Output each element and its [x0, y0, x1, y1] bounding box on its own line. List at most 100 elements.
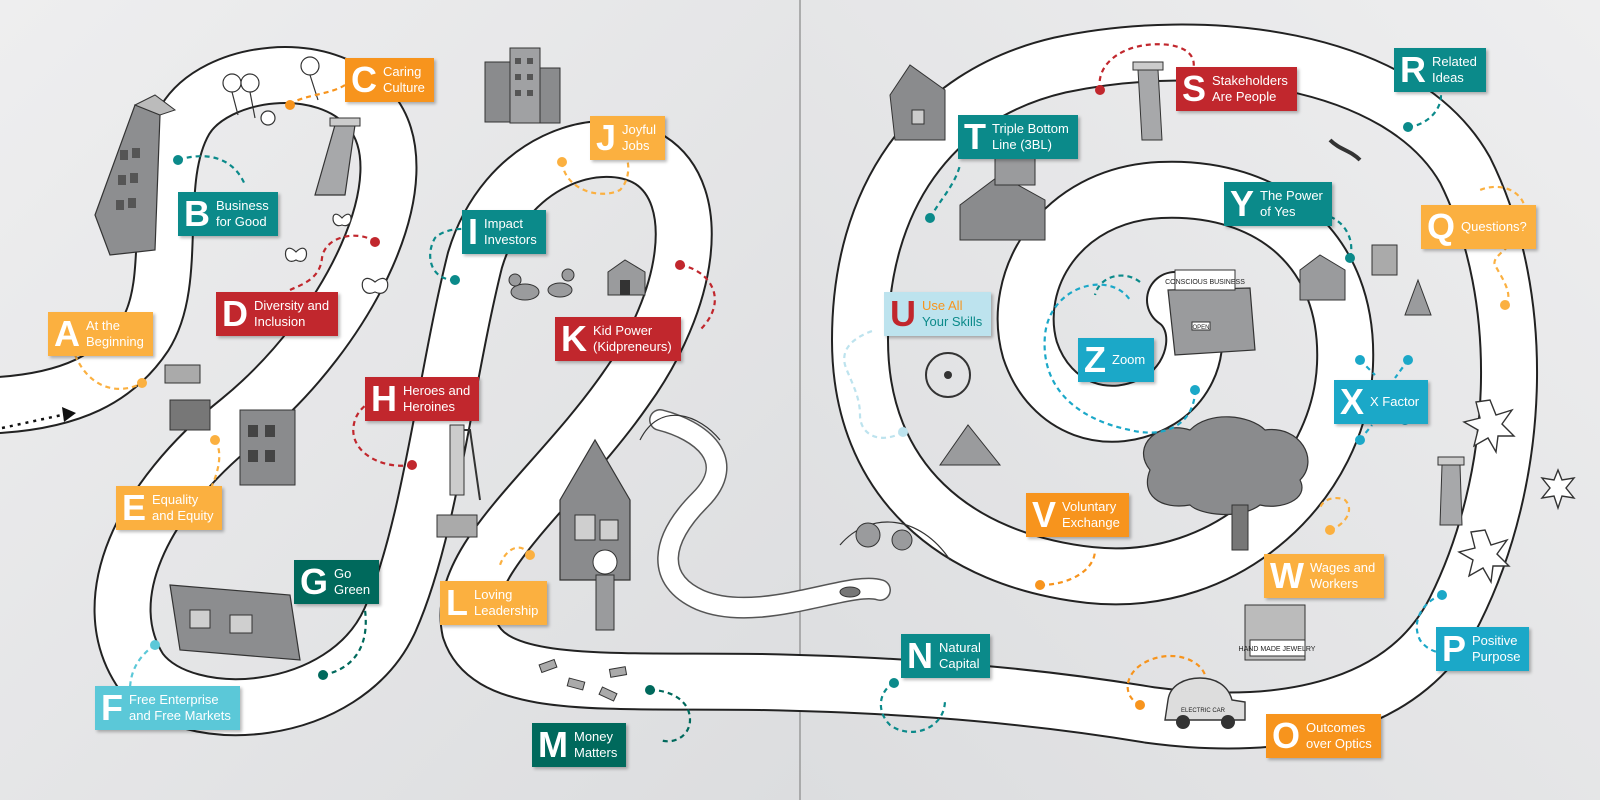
- label-letter: B: [184, 193, 210, 234]
- slide-icon: [449, 424, 481, 501]
- label-letter: W: [1270, 555, 1304, 596]
- label-letter: N: [907, 635, 933, 676]
- label-q: Q Questions?: [1421, 205, 1536, 249]
- label-letter: O: [1272, 715, 1301, 756]
- house-icon: [889, 64, 946, 141]
- label-letter: G: [300, 561, 329, 602]
- label-letter: R: [1400, 49, 1426, 90]
- open-sign: OPEN: [1192, 325, 1209, 331]
- label-k: K Kid Power(Kidpreneurs): [555, 317, 681, 361]
- butterfly-icon: [285, 213, 389, 294]
- pillar-icon: [314, 117, 361, 196]
- label-letter: J: [596, 117, 617, 158]
- label-x: X X Factor: [1334, 380, 1429, 424]
- jewelry-stand-icon: HAND MADE JEWELRY: [1239, 604, 1316, 661]
- house-icon: [559, 438, 631, 581]
- car-text: ELECTRIC CAR: [1181, 708, 1226, 714]
- label-letter: S: [1182, 68, 1207, 109]
- tree-icon: [1143, 416, 1309, 551]
- pillar-icon: [1437, 456, 1465, 526]
- label-letter: A: [54, 313, 80, 354]
- label-letter: V: [1032, 494, 1057, 535]
- label-letter: I: [468, 211, 479, 252]
- tree-icon: [839, 522, 913, 598]
- label-text: Zoom: [1112, 352, 1146, 367]
- pillar-icon: [592, 549, 618, 631]
- sandbox-icon: [436, 514, 478, 538]
- label-text: Questions?: [1461, 219, 1527, 234]
- pillar-icon: [1132, 61, 1164, 141]
- building-icon: [94, 94, 177, 256]
- label-letter: D: [222, 293, 248, 334]
- city-buildings-icon: [484, 47, 561, 124]
- arrow-icon: [1, 407, 76, 430]
- shop-sign: CONSCIOUS BUSINESS: [1165, 279, 1245, 286]
- label-letter: Y: [1230, 183, 1255, 224]
- label-letter: P: [1442, 628, 1467, 669]
- label-letter: M: [538, 724, 568, 765]
- label-letter: L: [446, 582, 468, 623]
- label-letter: Q: [1427, 206, 1456, 247]
- shop-icon: CONSCIOUS BUSINESS OPEN: [1165, 269, 1256, 356]
- house-icon: [959, 154, 1046, 241]
- label-letter: C: [351, 59, 377, 100]
- label-letter: H: [371, 378, 397, 419]
- balloon-icon: [222, 56, 320, 126]
- hill-left: [639, 414, 721, 441]
- house-icon: [1299, 244, 1398, 301]
- tree-icon: [1404, 278, 1432, 316]
- label-letter: F: [101, 687, 123, 728]
- dog-icon: [508, 268, 575, 301]
- doghouse-icon: [607, 259, 646, 296]
- lemonade-stand-icon: [164, 364, 211, 431]
- label-letter: T: [964, 116, 986, 157]
- starburst-icon: [1457, 399, 1576, 585]
- label-letter: K: [561, 318, 587, 359]
- jewelry-sign: HAND MADE JEWELRY: [1239, 646, 1316, 653]
- label-letter: E: [122, 487, 147, 528]
- building-icon: [239, 409, 296, 486]
- label-letter: X: [1340, 381, 1365, 422]
- car-icon: ELECTRIC CAR: [1164, 677, 1246, 729]
- label-text: X Factor: [1370, 394, 1420, 409]
- bug-icon: [1328, 138, 1362, 162]
